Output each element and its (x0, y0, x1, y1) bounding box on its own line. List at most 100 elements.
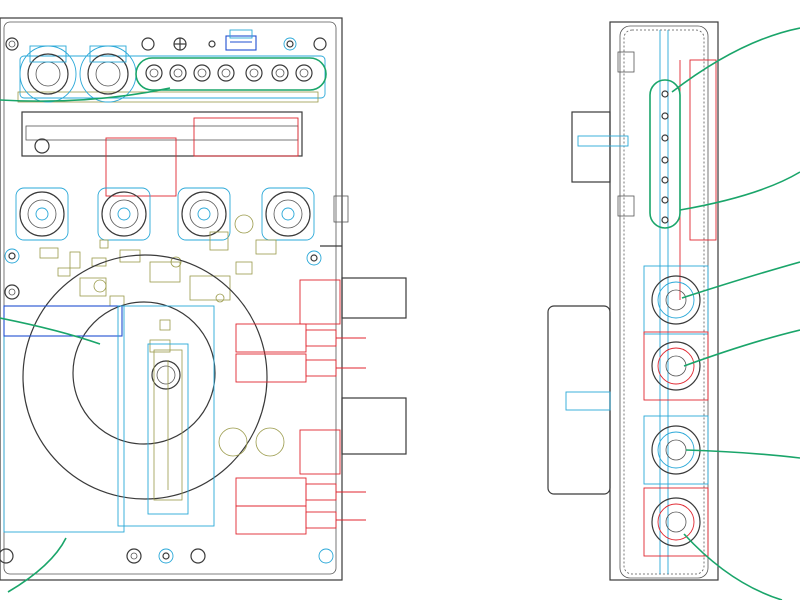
side-highlight-pill (649, 79, 681, 229)
capacitor-2 (255, 427, 285, 457)
pcb-part-15 (149, 339, 171, 353)
small-jack-2 (169, 64, 187, 82)
pcb-part-11 (235, 261, 253, 275)
capacitor-1 (218, 427, 248, 457)
jack-mid-block (299, 429, 341, 475)
side-hole-1 (661, 90, 669, 98)
knob-3 (181, 191, 227, 237)
small-jack-7 (295, 64, 313, 82)
small-jack-1 (145, 64, 163, 82)
small-jack-6 (271, 64, 289, 82)
fader-body (153, 349, 183, 501)
top-mounting-holes (5, 37, 327, 51)
pcb-part-13 (99, 239, 109, 249)
side-connector-upper (341, 277, 407, 319)
pcb-part-9 (109, 295, 125, 307)
knob-frame-3 (177, 187, 231, 241)
knob-4 (265, 191, 311, 237)
jack-body-4 (235, 505, 307, 535)
side-jack-frame-4 (643, 487, 709, 557)
pcb-part-2 (69, 251, 81, 269)
highlight-hole-row (135, 57, 327, 91)
jack-top-block (299, 279, 341, 325)
side-jack-2 (651, 341, 701, 391)
center-knob (151, 360, 181, 390)
side-enclosure-inner (619, 25, 709, 579)
side-small-holes (661, 90, 669, 224)
pcb-part-4 (119, 249, 141, 263)
bottom-mounting-holes (0, 548, 334, 564)
side-bracket-top (617, 51, 635, 73)
enclosure-inner-outline (3, 21, 337, 575)
leader-line-bottom (7, 537, 67, 593)
side-hole-2 (661, 112, 669, 120)
side-shaft (565, 391, 611, 411)
display-module (21, 111, 303, 157)
side-jack-1 (651, 275, 701, 325)
side-jacks (643, 265, 709, 557)
small-jack-3 (193, 64, 211, 82)
small-jack-4 (217, 64, 235, 82)
side-shaft-upper (577, 135, 629, 147)
pcb-part-5 (149, 261, 181, 283)
knob-2 (101, 191, 147, 237)
side-hole-5 (661, 176, 669, 184)
cyan-compartment-2 (117, 305, 215, 527)
pcb-part-10 (57, 267, 71, 277)
pcb-round-2 (170, 256, 182, 268)
small-jack-row (145, 64, 313, 82)
side-enclosure-outline (609, 21, 719, 581)
side-jack-frame-3 (643, 415, 709, 485)
pcb-part-7 (209, 231, 229, 251)
side-hole-6 (661, 196, 669, 204)
side-bracket-mid (617, 195, 635, 217)
right-side-jacks (235, 279, 366, 535)
front-view (0, 17, 407, 593)
side-jack-4 (651, 497, 701, 547)
side-hole-4 (661, 156, 669, 164)
side-jack-frame-1 (643, 265, 709, 335)
side-leader-1 (671, 27, 800, 93)
side-protrusion-upper (571, 111, 611, 183)
mid-mounting-holes (4, 248, 322, 300)
side-leader-2 (679, 171, 800, 211)
side-hole-7 (661, 216, 669, 224)
side-leader-4 (683, 329, 800, 367)
leader-line-middle (0, 317, 101, 345)
leader-line-top (0, 87, 171, 102)
battery-lid-blue (3, 305, 123, 337)
pcb-part-14 (159, 319, 171, 331)
large-inner-circle (72, 301, 216, 445)
side-bracket (333, 195, 349, 223)
red-footprint-1 (105, 137, 177, 197)
jack-body-1 (235, 323, 307, 353)
pcb-round-3 (215, 293, 225, 303)
knob-1 (19, 191, 65, 237)
knob-frame-1 (15, 187, 69, 241)
pcb-part-1 (39, 247, 59, 259)
pcb-components (39, 231, 277, 353)
battery-compartment (3, 305, 125, 533)
side-leader-6 (683, 533, 783, 600)
side-view (547, 21, 800, 600)
pcb-round-1 (93, 279, 107, 293)
red-footprint-2 (193, 117, 299, 157)
pcb-part-12 (255, 239, 277, 255)
large-outer-circle (22, 254, 268, 500)
side-connector-lower (341, 397, 407, 455)
display-screw (34, 138, 50, 154)
side-leader-3 (681, 261, 800, 299)
usb-connector (225, 29, 257, 51)
knob-frame-2 (97, 187, 151, 241)
fader-channel (147, 343, 189, 515)
side-red-board (689, 59, 717, 241)
capacitor-3 (234, 214, 254, 234)
side-protrusion-lower (547, 305, 611, 495)
top-knobs (19, 45, 137, 103)
jack-body-2 (235, 353, 307, 383)
knob-frame-4 (261, 187, 315, 241)
side-hole-3 (661, 134, 669, 142)
middle-knob-row (15, 187, 315, 241)
